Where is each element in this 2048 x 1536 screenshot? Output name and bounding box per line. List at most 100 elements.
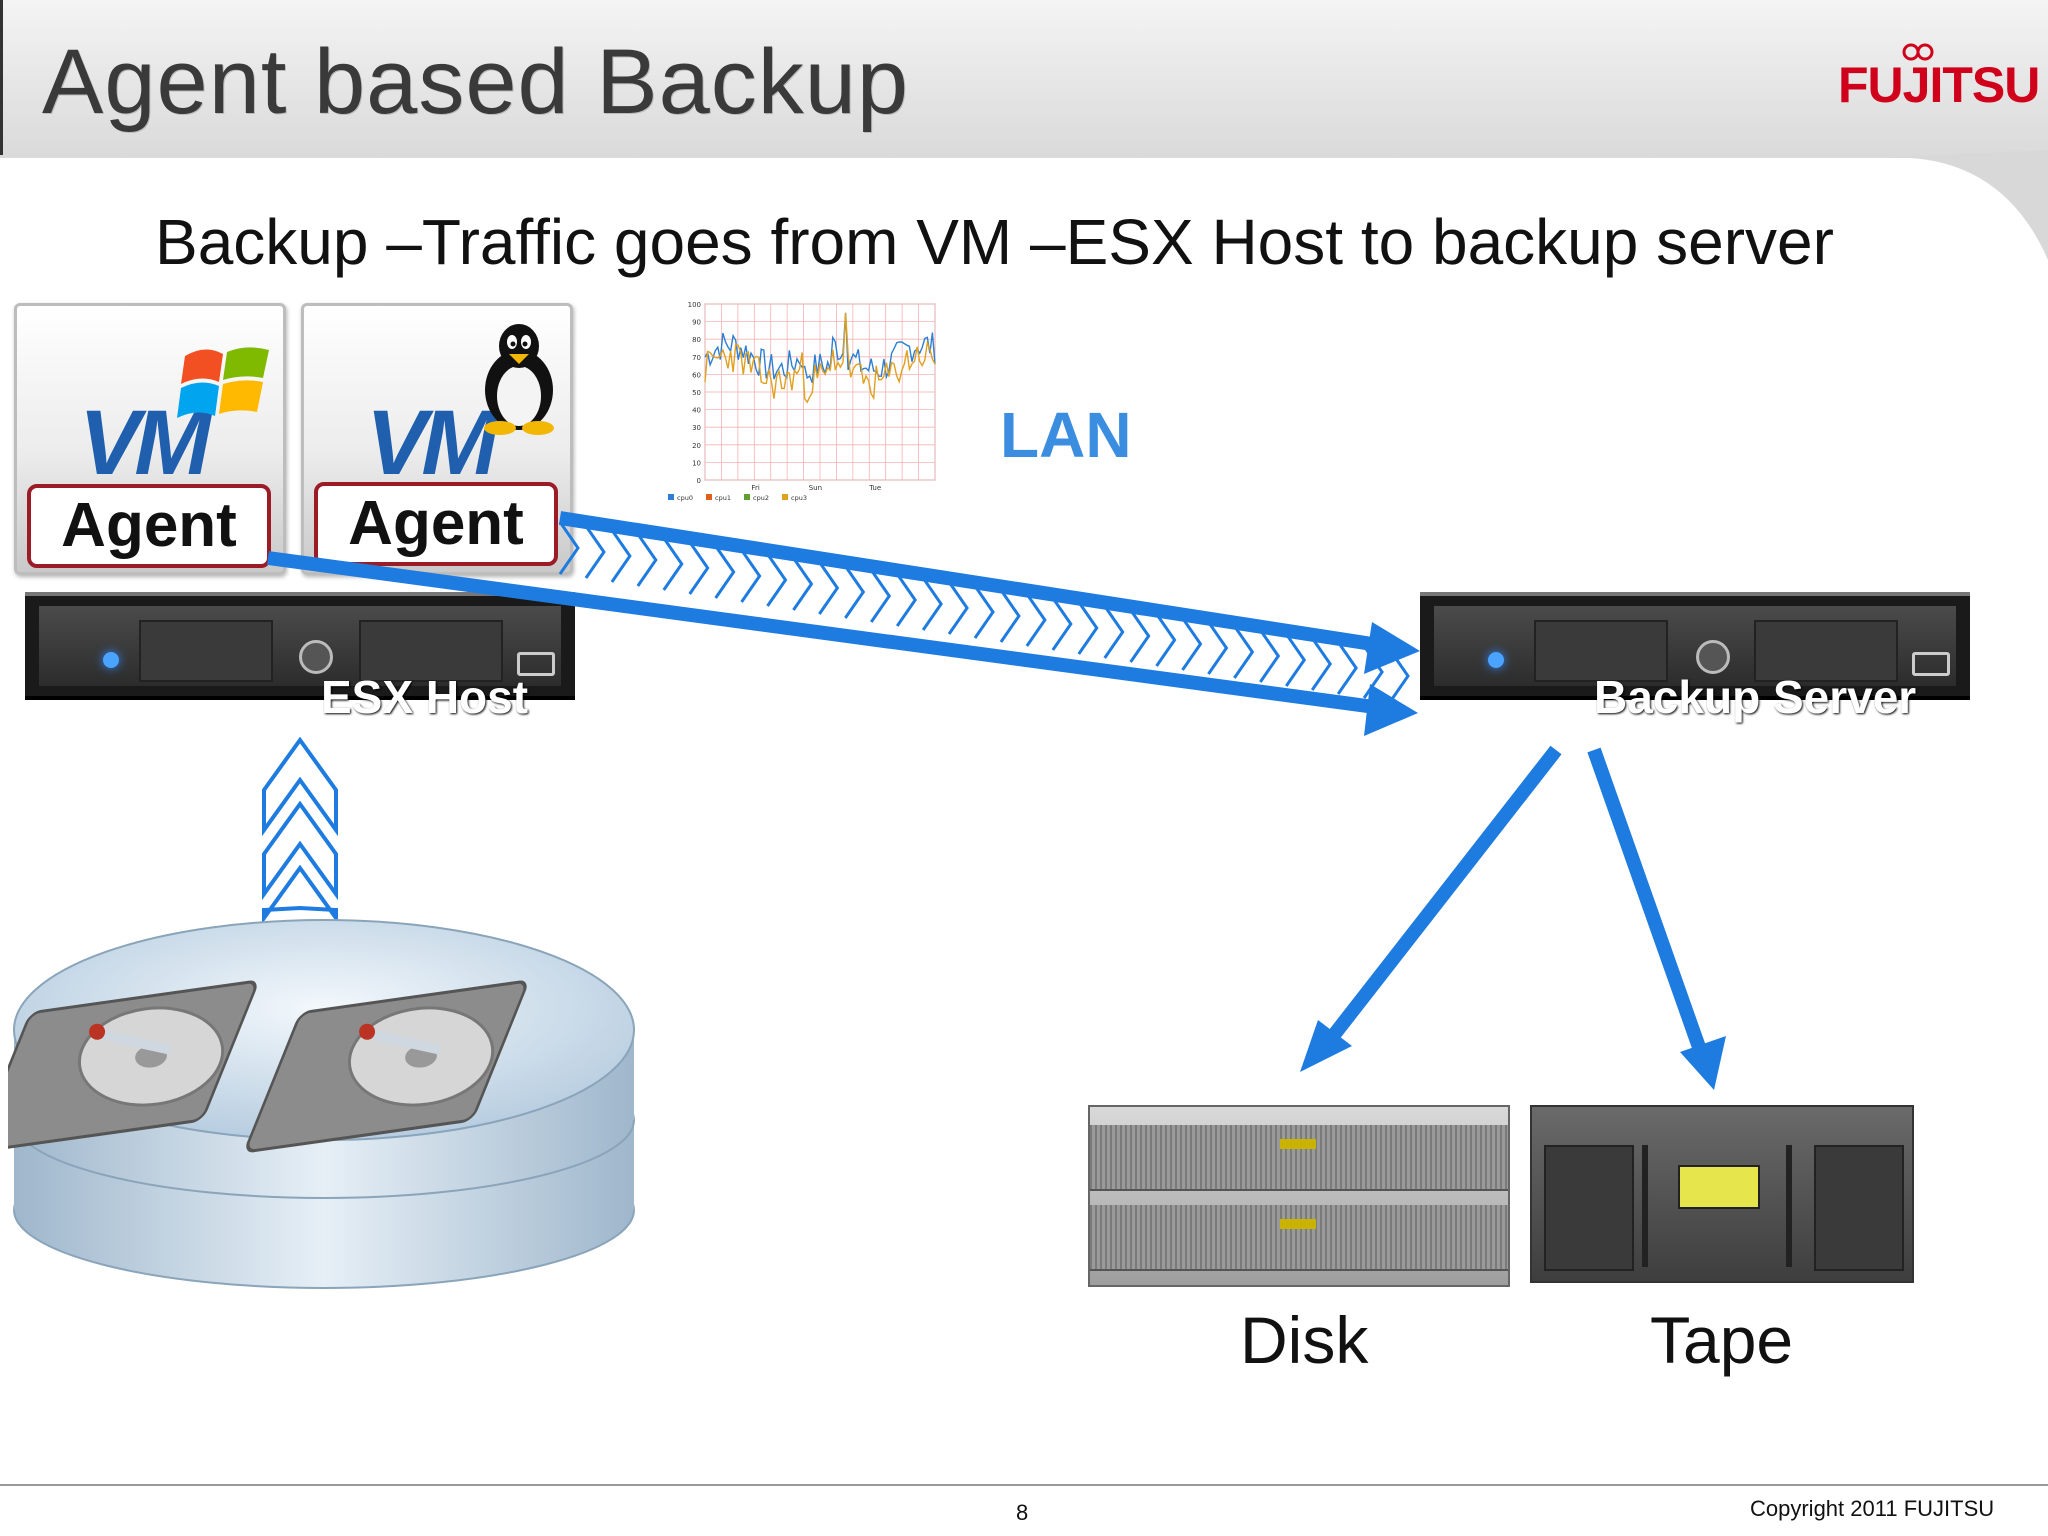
fujitsu-infinity-icon xyxy=(1902,43,1934,61)
traffic-chevron xyxy=(1025,593,1047,647)
agent-traffic-arrow-upper xyxy=(558,511,1387,653)
page-number: 8 xyxy=(1016,1500,1029,1525)
traffic-chevron xyxy=(688,541,710,595)
slide-subtitle: Backup –Traffic goes from VM –ESX Host t… xyxy=(155,206,1834,278)
tape-label: Tape xyxy=(1650,1303,1794,1377)
chart-y-tick-label: 40 xyxy=(692,407,701,415)
chart-y-tick-label: 60 xyxy=(692,371,701,379)
traffic-chevron xyxy=(895,573,918,627)
traffic-chevron xyxy=(818,561,840,615)
esx-host-server: ESX Host xyxy=(25,592,575,723)
backup-server: Backup Server xyxy=(1420,592,1970,723)
slide-title: Agent based Backup xyxy=(42,31,910,133)
tape-lcd-panel xyxy=(1678,1165,1760,1209)
traffic-chevron xyxy=(1233,625,1255,679)
chart-y-tick-label: 0 xyxy=(697,477,701,485)
disk-array-shelf xyxy=(1090,1125,1508,1191)
chart-x-tick-label: Sun xyxy=(809,484,822,492)
traffic-chevron xyxy=(1259,629,1281,683)
hard-disk-icon xyxy=(8,980,257,1153)
chart-y-tick-label: 50 xyxy=(692,389,701,397)
chart-y-tick-label: 70 xyxy=(692,354,701,362)
agent-badge: Agent xyxy=(27,484,271,568)
vm-label: VM xyxy=(366,392,498,494)
arrowhead-upper xyxy=(1364,622,1420,674)
chart-legend-label: cpu3 xyxy=(791,494,807,502)
chart-y-tick-label: 10 xyxy=(692,459,701,467)
chart-y-tick-label: 30 xyxy=(692,424,701,432)
cpu-series-blue-line xyxy=(704,312,936,384)
drive-bay xyxy=(1534,620,1668,682)
traffic-chevron xyxy=(714,545,736,599)
traffic-chevron xyxy=(1362,645,1384,699)
traffic-chevron xyxy=(740,549,762,603)
chart-legend-label: cpu0 xyxy=(677,494,693,502)
traffic-chevron xyxy=(1155,613,1177,667)
vm-windows-tile: VM Agent xyxy=(14,303,286,575)
chart-legend-label: cpu1 xyxy=(715,494,731,502)
traffic-chevron xyxy=(1129,609,1151,663)
power-led-icon xyxy=(103,652,119,668)
linux-penguin-icon xyxy=(484,324,554,435)
datastore-cylinder xyxy=(8,919,635,1289)
traffic-chevron xyxy=(766,553,788,607)
traffic-chevron xyxy=(1103,605,1125,659)
traffic-chevron xyxy=(1285,633,1307,687)
hard-disk-icon xyxy=(246,980,527,1153)
usb-port-icon xyxy=(1912,652,1950,676)
chart-legend-swatch xyxy=(668,494,674,500)
header-curve-decoration xyxy=(1880,150,2048,260)
traffic-chevron xyxy=(973,585,995,639)
fujitsu-badge-icon xyxy=(1280,1139,1316,1149)
copyright-text: Copyright 2011 FUJITSU xyxy=(1750,1496,1995,1521)
power-button-icon xyxy=(299,640,333,674)
slide-header xyxy=(0,0,2048,158)
power-led-icon xyxy=(1488,652,1504,668)
chart-legend-label: cpu2 xyxy=(753,494,769,502)
tape-magazine xyxy=(1544,1145,1634,1271)
arrowhead-lower xyxy=(1364,684,1418,736)
traffic-chevron xyxy=(1310,637,1333,691)
disk-label: Disk xyxy=(1240,1303,1369,1377)
traffic-chevron xyxy=(1207,621,1229,675)
fujitsu-badge-icon xyxy=(1280,1219,1316,1229)
windows-flag-icon xyxy=(177,347,269,418)
traffic-chevron xyxy=(1181,617,1203,671)
storage-to-esx-chevrons xyxy=(262,736,338,925)
traffic-chevron xyxy=(844,565,866,619)
traffic-chevron xyxy=(947,581,969,635)
to-tape-arrow xyxy=(1587,747,1707,1053)
chart-y-tick-label: 100 xyxy=(688,301,701,309)
drive-bay xyxy=(139,620,273,682)
disk-array-device xyxy=(1088,1105,1510,1287)
lan-label: LAN xyxy=(1000,399,1132,471)
traffic-chevron xyxy=(792,557,814,611)
tape-divider xyxy=(1642,1145,1648,1267)
traffic-chevron xyxy=(584,525,606,579)
traffic-chevron xyxy=(1388,649,1410,703)
tape-library-device xyxy=(1530,1105,1914,1283)
cpu-series-orange-line xyxy=(704,312,936,404)
header-left-rule xyxy=(0,0,3,155)
agent-badge: Agent xyxy=(314,482,558,566)
traffic-chevron xyxy=(870,569,892,623)
traffic-chevron xyxy=(921,577,943,631)
fujitsu-logo: FUJITSU xyxy=(1838,57,2040,113)
lan-traffic-chevrons xyxy=(558,521,1410,703)
traffic-chevron xyxy=(1051,597,1073,651)
traffic-chevron xyxy=(999,589,1021,643)
traffic-chevron xyxy=(636,533,658,587)
chart-legend-swatch xyxy=(706,494,712,500)
chart-legend-swatch xyxy=(744,494,750,500)
chart-y-tick-label: 90 xyxy=(692,319,701,327)
backup-server-label: Backup Server xyxy=(1594,671,1917,723)
chart-legend-swatch xyxy=(782,494,788,500)
to-disk-arrowhead xyxy=(1300,1020,1352,1072)
chart-y-tick-label: 20 xyxy=(692,442,701,450)
chart-x-tick-label: Tue xyxy=(868,484,881,492)
vm-linux-tile: VM Agent xyxy=(301,303,573,575)
traffic-chevron xyxy=(1077,601,1099,655)
traffic-chevron xyxy=(662,537,684,591)
